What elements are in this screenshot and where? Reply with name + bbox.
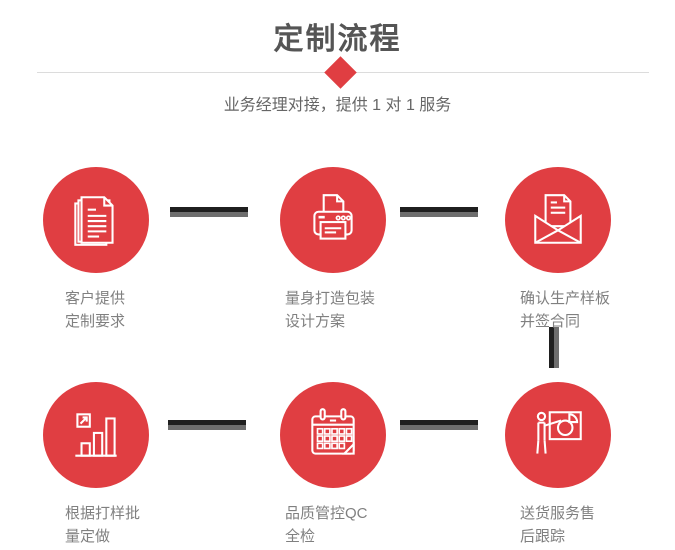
page-subtitle: 业务经理对接，提供 1 对 1 服务 xyxy=(223,97,452,114)
step-label-line: 确认生产样板 xyxy=(520,290,611,307)
step-label-line: 品质管控QC xyxy=(285,505,368,522)
step-label-line: 根据打样批 xyxy=(65,505,141,522)
step-label-line: 设计方案 xyxy=(285,313,346,330)
step-label-line: 送货服务售 xyxy=(520,505,596,522)
documents-icon xyxy=(65,189,127,251)
step-circle-3 xyxy=(505,167,611,273)
calendar-icon xyxy=(302,404,364,466)
connector-step4-step5 xyxy=(168,420,246,430)
step-label-6: 送货服务售 后跟踪 xyxy=(520,502,595,548)
step-label-2: 量身打造包装 设计方案 xyxy=(285,287,375,333)
step-label-5: 品质管控QC 全检 xyxy=(285,502,368,548)
printer-icon xyxy=(302,189,364,251)
step-label-4: 根据打样批 量定做 xyxy=(65,502,140,548)
page-title: 定制流程 xyxy=(273,23,402,56)
bar-chart-icon xyxy=(65,404,127,466)
step-label-line: 量身打造包装 xyxy=(285,290,376,307)
connector-step1-step2 xyxy=(170,207,248,217)
step-label-line: 后跟踪 xyxy=(520,528,566,545)
step-circle-2 xyxy=(280,167,386,273)
step-circle-4 xyxy=(43,382,149,488)
step-label-line: 客户提供 xyxy=(65,290,126,307)
diamond-icon xyxy=(324,56,357,89)
step-label-1: 客户提供 定制要求 xyxy=(65,287,125,333)
step-label-3: 确认生产样板 并签合同 xyxy=(520,287,610,333)
step-circle-5 xyxy=(280,382,386,488)
step-label-line: 并签合同 xyxy=(520,313,581,330)
connector-step3-step6 xyxy=(549,327,559,368)
step-label-line: 定制要求 xyxy=(65,313,126,330)
envelope-icon xyxy=(527,189,589,251)
step-label-line: 量定做 xyxy=(65,528,111,545)
step-circle-1 xyxy=(43,167,149,273)
step-circle-6 xyxy=(505,382,611,488)
connector-step2-step3 xyxy=(400,207,478,217)
presentation-icon xyxy=(527,404,589,466)
connector-step5-step6 xyxy=(400,420,478,430)
step-label-line: 全检 xyxy=(285,528,316,545)
